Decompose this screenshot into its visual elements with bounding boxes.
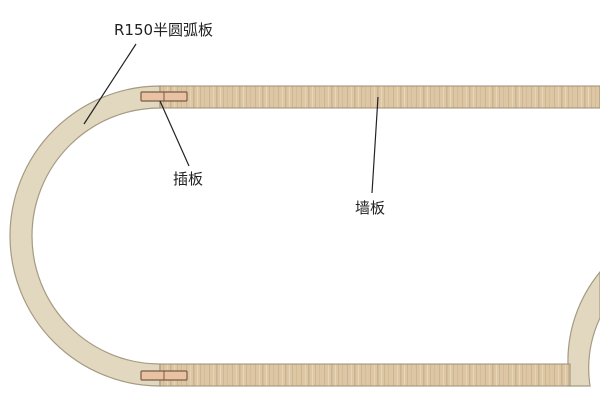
insert-board-label: 插板 bbox=[173, 170, 204, 188]
arc-board-label: R150半圆弧板 bbox=[114, 21, 214, 39]
right-arc-board bbox=[567, 271, 600, 387]
semicircle-arc-board bbox=[9, 85, 161, 387]
wall-board-bottom bbox=[159, 363, 571, 387]
leader-line-arc-board bbox=[83, 43, 137, 125]
leader-line-wall-board bbox=[371, 96, 379, 194]
leader-line-insert-board bbox=[159, 100, 190, 167]
wall-board-top bbox=[159, 85, 600, 109]
wall-board-label: 墙板 bbox=[355, 199, 386, 217]
